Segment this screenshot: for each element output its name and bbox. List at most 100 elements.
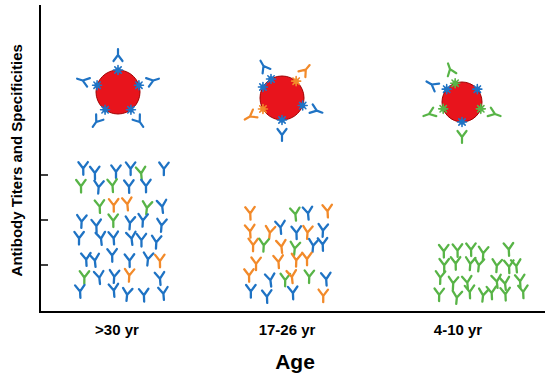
antibody-shape: [318, 238, 328, 251]
antibody: [122, 288, 133, 301]
virus-particle: [96, 70, 140, 114]
antibody-shape: [246, 285, 255, 298]
antibody-shape: [434, 288, 444, 301]
antibody-shape: [492, 259, 502, 272]
antibody: [143, 252, 154, 265]
antibody: [248, 239, 258, 252]
antibody-shape: [126, 162, 135, 175]
antibody: [244, 269, 254, 282]
antibody-shape: [424, 78, 439, 92]
antibody-shape: [90, 254, 101, 268]
antibody-shape: [511, 259, 522, 272]
antibody-shape: [80, 271, 90, 284]
antibody: [151, 236, 161, 249]
axis-tick: [40, 174, 48, 176]
antibody: [318, 238, 328, 251]
antibody-shape: [243, 110, 258, 124]
antibody: [124, 269, 134, 282]
antibody: [109, 232, 119, 245]
antibody-shape: [278, 129, 287, 141]
antibody: [125, 254, 135, 267]
antigen-spike: [458, 118, 467, 127]
antibody-shape: [248, 239, 258, 252]
antibody: [262, 290, 272, 303]
antibody: [155, 272, 165, 285]
antibody-shape: [318, 290, 328, 303]
antibody: [474, 258, 485, 271]
antibody-shape: [136, 167, 147, 180]
antibody: [159, 163, 169, 176]
antibody: [245, 225, 255, 238]
antibody: [303, 207, 314, 220]
antibody-shape: [74, 232, 84, 245]
antibody: [142, 201, 153, 215]
antibody-shape: [111, 165, 120, 178]
antibody: [133, 114, 147, 129]
antibody: [78, 162, 88, 175]
x-axis-title: Age: [275, 350, 315, 373]
antibody: [453, 244, 463, 257]
axis-tick: [40, 219, 48, 221]
antibody-shape: [125, 254, 135, 267]
antibody-shape: [94, 271, 105, 285]
antibody-shape: [465, 285, 475, 298]
x-tick-label: 17-26 yr: [259, 322, 316, 339]
antibody: [109, 284, 119, 297]
antibody-shape: [451, 257, 461, 270]
antibody: [276, 240, 287, 253]
antibody: [302, 253, 312, 266]
antibody: [515, 275, 525, 288]
x-tick-label: >30 yr: [95, 322, 139, 339]
antigen-spike: [292, 77, 301, 86]
y-axis-title: Antibody Titers and Specificities: [9, 44, 26, 276]
antibody-shape: [146, 74, 160, 86]
antibody-shape: [302, 253, 312, 266]
antibody-shape: [159, 163, 169, 176]
antibody: [90, 167, 100, 180]
antibody: [155, 255, 165, 268]
antibody-shape: [478, 289, 489, 303]
antibody-shape: [114, 49, 123, 61]
antibody: [302, 226, 312, 239]
antibody: [125, 216, 135, 229]
antibody-shape: [318, 224, 328, 237]
antibody: [89, 114, 103, 129]
antibody: [136, 167, 147, 180]
antibody: [288, 286, 298, 299]
antibody-shape: [310, 104, 324, 117]
antibody: [265, 273, 276, 287]
x-axis: [39, 311, 545, 313]
antibody-shape: [474, 258, 485, 271]
antibody-shape: [245, 225, 255, 238]
antibody: [91, 220, 101, 233]
antibody-shape: [133, 114, 147, 129]
antibody: [257, 59, 271, 74]
antibody-shape: [139, 289, 149, 302]
antibody-shape: [124, 180, 134, 193]
antibody: [141, 180, 151, 193]
antibody-shape: [439, 259, 448, 272]
antibody: [478, 289, 489, 303]
antibody-shape: [435, 271, 445, 284]
antibody: [439, 245, 449, 258]
antibody: [259, 239, 269, 252]
antibody: [246, 285, 255, 298]
antibody: [435, 271, 445, 284]
antibody: [124, 180, 134, 193]
antibody: [310, 104, 324, 117]
antibody-shape: [515, 275, 525, 288]
antibody-shape: [291, 254, 301, 267]
antibody-shape: [288, 286, 298, 299]
antibody-shape: [422, 108, 436, 121]
antibody: [109, 270, 119, 283]
antibody: [80, 271, 90, 284]
antibody: [466, 243, 476, 256]
antigen-spike: [298, 101, 307, 110]
antibody: [275, 221, 286, 234]
antibody: [439, 259, 448, 272]
antibody-shape: [303, 207, 314, 220]
antibody-shape: [124, 269, 134, 282]
antibody-shape: [125, 216, 135, 229]
antibody-shape: [298, 62, 313, 77]
antibody-shape: [93, 181, 103, 194]
